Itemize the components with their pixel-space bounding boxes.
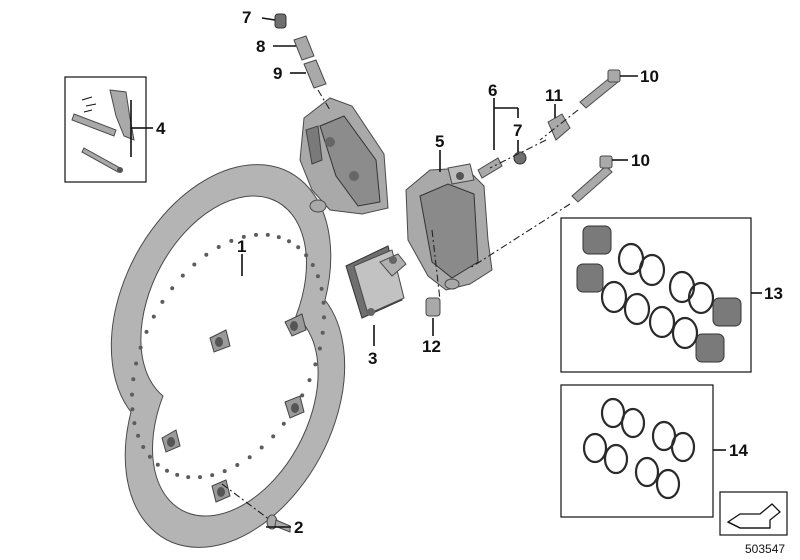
bleeder-cap-icon <box>274 13 287 29</box>
front-bleeder-cap-icon <box>513 151 527 165</box>
disc-hole <box>241 234 246 239</box>
callout-4: 4 <box>156 119 166 138</box>
callout-7a: 7 <box>513 121 522 140</box>
guide-sleeve-icon <box>425 297 441 317</box>
leader-lines <box>130 17 762 528</box>
disc-hole <box>165 468 169 473</box>
disc-hole <box>138 345 143 350</box>
disc-bolt-icon <box>221 483 291 533</box>
seal-ring-icon <box>582 397 696 500</box>
callout-labels: 1 2 3 4 5 6 7 7 8 9 10 10 11 12 13 14 <box>156 8 783 537</box>
disc-hole <box>204 252 209 257</box>
retaining-clip-icon <box>489 113 571 169</box>
disc-hole <box>175 472 180 477</box>
callout-1: 1 <box>237 237 246 256</box>
disc-hole <box>198 475 202 480</box>
direction-arrow-icon <box>719 491 788 536</box>
callout-9: 9 <box>273 64 282 83</box>
disc-hole <box>322 315 326 320</box>
disc-hole <box>186 475 191 480</box>
disc-hole <box>317 346 322 351</box>
disc-hole <box>307 378 312 383</box>
pad-spring-icon <box>81 89 135 141</box>
disc-hole <box>151 314 156 319</box>
piston-icon <box>576 225 742 363</box>
disc-hole <box>147 454 152 459</box>
disc-hole <box>271 434 276 439</box>
piston-kit-box <box>560 217 752 373</box>
disc-hole <box>155 462 160 467</box>
seal-kit-box <box>560 384 714 518</box>
disc-hole <box>144 329 149 334</box>
disc-hole <box>310 263 315 267</box>
caliper-bolt-lower-icon <box>469 155 613 269</box>
disc-hole <box>134 361 139 366</box>
pad-pin-icon <box>71 113 123 173</box>
callout-7b: 7 <box>242 8 251 27</box>
callout-13: 13 <box>764 284 783 303</box>
disc-hole <box>319 286 324 291</box>
disc-hole <box>235 463 240 467</box>
disc-hole <box>265 232 270 237</box>
pad-retainer-kit-box <box>64 76 147 183</box>
disc-hole <box>300 393 305 398</box>
seal-ring-icon <box>600 242 715 350</box>
disc-hole <box>136 433 141 438</box>
disc-hole <box>130 392 134 397</box>
callout-2: 2 <box>294 518 303 537</box>
disc-hole <box>132 421 137 426</box>
disc-hole <box>222 469 227 474</box>
disc-hole <box>315 274 320 279</box>
disc-hole <box>254 232 258 237</box>
disc-hole <box>216 245 221 249</box>
callout-10a: 10 <box>640 67 659 86</box>
disc-hole <box>141 445 146 449</box>
callout-11: 11 <box>545 86 563 105</box>
disc-hole <box>304 253 309 258</box>
disc-hole <box>229 238 234 243</box>
disc-hole <box>320 330 325 335</box>
disc-hole <box>296 245 301 250</box>
disc-drill-holes <box>130 232 326 480</box>
bleeder-valve-icon <box>293 35 315 61</box>
disc-hole <box>160 299 165 304</box>
disc-hole <box>313 362 318 367</box>
disc-hole <box>131 377 136 382</box>
disc-hole <box>180 273 185 278</box>
disc-hole <box>281 421 286 426</box>
disc-hole <box>259 445 264 450</box>
brake-pad-icon <box>345 245 407 319</box>
callout-5: 5 <box>435 132 444 151</box>
disc-hole <box>247 455 252 460</box>
callout-14: 14 <box>729 441 748 460</box>
caliper-icon <box>405 163 493 301</box>
disc-hole <box>210 473 215 478</box>
disc-hole <box>130 407 135 412</box>
callout-10b: 10 <box>631 151 650 170</box>
callout-6: 6 <box>488 81 497 100</box>
disc-hole <box>287 239 291 244</box>
callout-8: 8 <box>256 37 265 56</box>
document-number: 503547 <box>745 542 785 556</box>
callout-12: 12 <box>422 337 441 356</box>
rear-caliper-icon <box>299 97 389 215</box>
disc-hole <box>276 235 281 240</box>
disc-hole <box>170 286 175 291</box>
disc-hole <box>321 300 326 305</box>
callout-3: 3 <box>368 349 377 368</box>
bleeder-screw-icon <box>303 59 331 111</box>
brake-disc-icon <box>110 164 346 548</box>
disc-hole <box>192 262 197 267</box>
